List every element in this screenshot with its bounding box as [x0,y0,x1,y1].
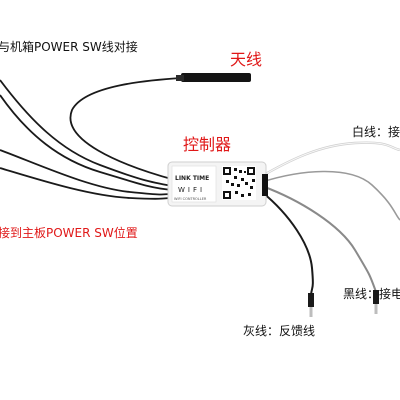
gray-wire-2 [261,170,400,221]
module-mode: WIFI [178,186,205,194]
antenna-wire [69,77,183,181]
label-power-case: 与机箱POWER SW线对接 [0,40,138,54]
controller-module: LINK TIME WIFI WIFI CONTROLLER [167,161,268,207]
gray-wire [261,185,377,293]
cable-left-upper-a [0,79,173,187]
pin-connector-black [308,293,314,317]
antenna-element [181,73,251,82]
cable-left-upper-b [0,94,173,191]
pin-connector-gray [373,290,379,314]
label-gray-wire: 灰线：反馈线 [243,324,316,338]
label-black-wire: 黑线：接电 [343,287,400,301]
white-wire-highlight [261,142,400,177]
black-wire-right [261,191,314,296]
module-brand: LINK TIME [175,175,209,182]
module-model: WIFI CONTROLLER [174,197,207,201]
label-controller: 控制器 [183,135,232,154]
label-antenna: 天线 [230,50,263,69]
qr-code [222,166,256,200]
label-white-wire: 白线：接 [352,125,400,139]
antenna-shrink-tube [176,75,184,81]
cable-left-lower-b [0,167,173,200]
label-board-power: 接到主板POWER SW位置 [0,226,138,240]
cable-left-lower-a [0,149,173,196]
